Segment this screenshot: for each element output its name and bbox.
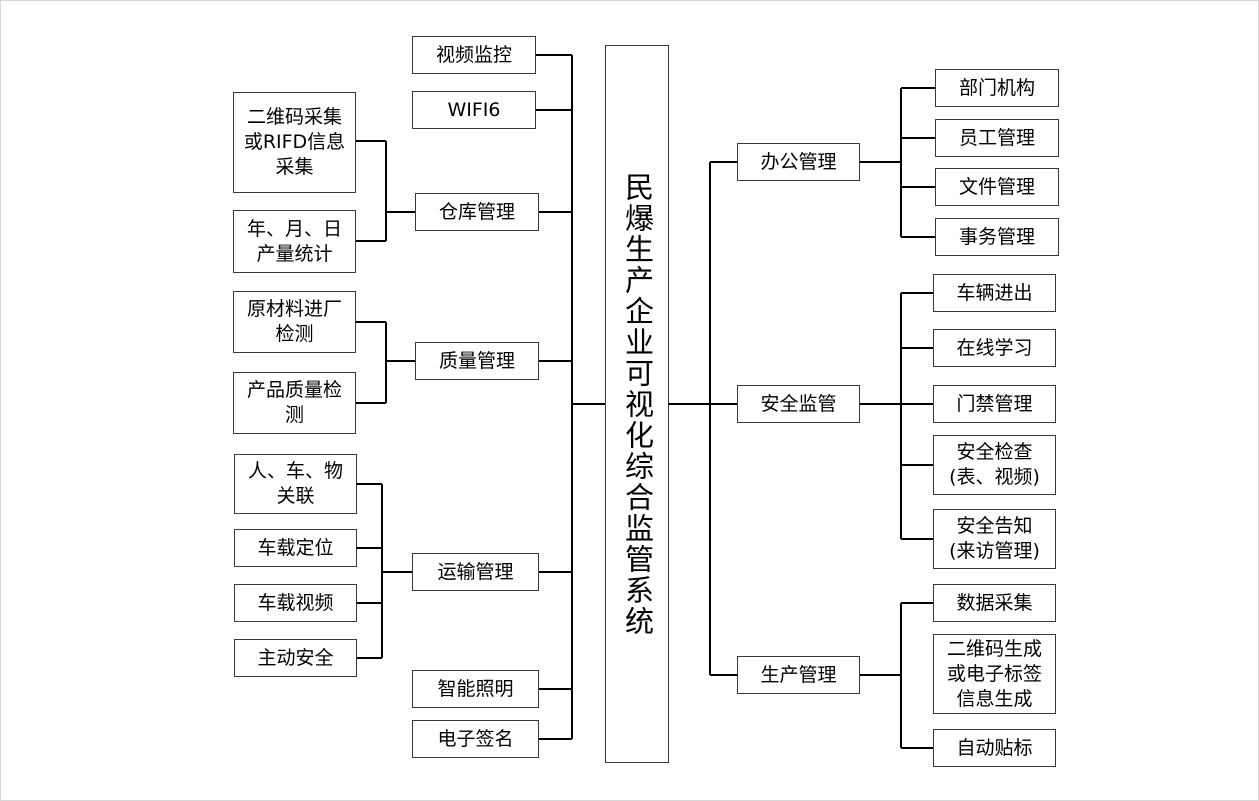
quality-management-node: 质量管理 <box>415 342 539 380</box>
vehicle-positioning-node: 车载定位 <box>234 529 357 567</box>
wifi6-node: WIFI6 <box>412 91 536 129</box>
system-title: 民爆生产企业可视化综合监管系统 <box>620 171 655 637</box>
raw-material-inspection-node: 原材料进厂 检测 <box>233 291 356 353</box>
active-safety-node: 主动安全 <box>234 639 357 677</box>
qr-rfid-collection-node: 二维码采集 或RIFD信息 采集 <box>233 92 356 193</box>
online-learning-node: 在线学习 <box>933 329 1056 367</box>
office-management-node: 办公管理 <box>737 143 860 181</box>
production-management-node: 生产管理 <box>737 656 860 694</box>
vehicle-video-node: 车载视频 <box>234 584 357 622</box>
staff-management-node: 员工管理 <box>935 119 1059 157</box>
transport-management-node: 运输管理 <box>412 553 539 591</box>
warehouse-management-node: 仓库管理 <box>415 193 539 231</box>
video-monitoring-node: 视频监控 <box>412 36 536 74</box>
auto-labeling-node: 自动贴标 <box>933 729 1056 767</box>
safety-supervision-node: 安全监管 <box>737 385 860 423</box>
electronic-signature-node: 电子签名 <box>412 720 539 758</box>
smart-lighting-node: 智能照明 <box>412 670 539 708</box>
safety-notice-node: 安全告知 (来访管理) <box>933 509 1056 569</box>
product-quality-inspection-node: 产品质量检 测 <box>233 372 356 434</box>
access-control-node: 门禁管理 <box>933 385 1056 423</box>
affairs-management-node: 事务管理 <box>935 218 1059 256</box>
system-title-box: 民爆生产企业可视化综合监管系统 <box>605 45 669 763</box>
safety-inspection-node: 安全检查 (表、视频) <box>933 435 1056 495</box>
department-node: 部门机构 <box>935 69 1059 107</box>
document-management-node: 文件管理 <box>935 168 1059 206</box>
person-vehicle-goods-node: 人、车、物 关联 <box>234 454 357 514</box>
qr-label-generation-node: 二维码生成 或电子标签 信息生成 <box>933 634 1056 714</box>
data-collection-node: 数据采集 <box>933 584 1056 622</box>
production-statistics-node: 年、月、日 产量统计 <box>233 210 356 273</box>
vehicle-access-node: 车辆进出 <box>933 274 1056 312</box>
